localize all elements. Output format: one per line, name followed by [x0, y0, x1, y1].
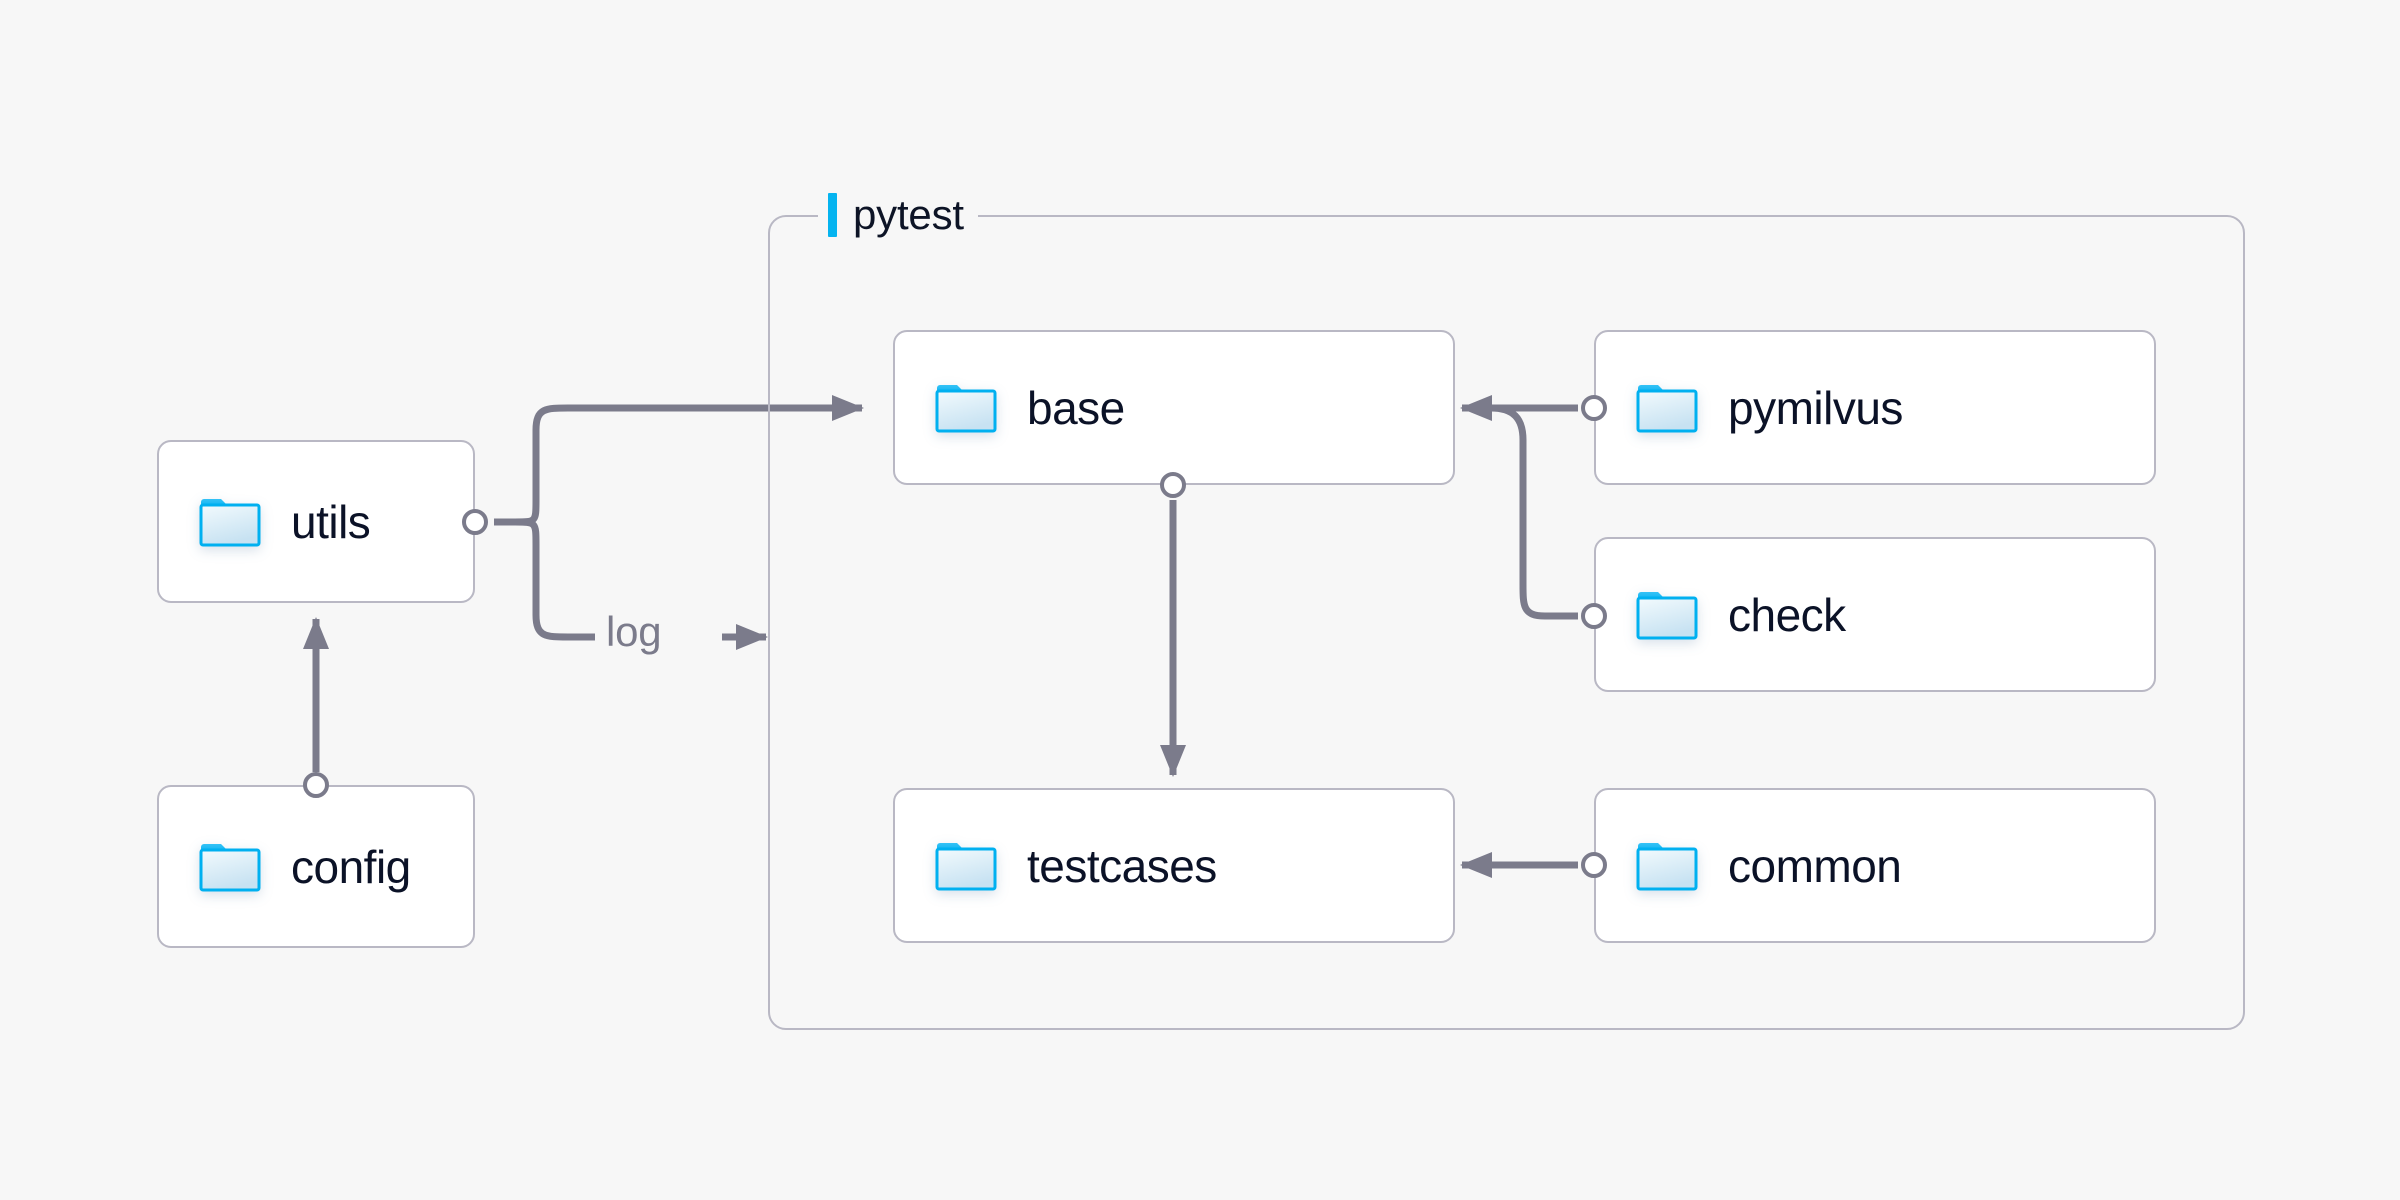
node-testcases[interactable]: testcases — [893, 788, 1455, 943]
node-label-utils: utils — [291, 495, 371, 548]
node-common[interactable]: common — [1594, 788, 2156, 943]
folder-icon — [935, 841, 997, 891]
group-title-text: pytest — [853, 191, 964, 238]
port-utils-right[interactable] — [462, 509, 488, 535]
folder-icon — [199, 842, 261, 892]
node-config[interactable]: config — [157, 785, 475, 948]
group-container-pytest — [768, 215, 2245, 1030]
node-check[interactable]: check — [1594, 537, 2156, 692]
node-label-pymilvus: pymilvus — [1728, 381, 1903, 434]
folder-icon — [935, 383, 997, 433]
port-common-left[interactable] — [1581, 852, 1607, 878]
node-label-testcases: testcases — [1027, 839, 1217, 892]
group-label-pytest: pytest — [818, 189, 978, 241]
accent-bar-icon — [828, 193, 837, 237]
port-check-left[interactable] — [1581, 603, 1607, 629]
node-utils[interactable]: utils — [157, 440, 475, 603]
folder-icon — [1636, 383, 1698, 433]
port-base-bottom[interactable] — [1160, 472, 1186, 498]
node-label-config: config — [291, 840, 411, 893]
folder-icon — [199, 497, 261, 547]
folder-icon — [1636, 841, 1698, 891]
node-label-check: check — [1728, 588, 1846, 641]
node-label-common: common — [1728, 839, 1902, 892]
port-pymilvus-left[interactable] — [1581, 395, 1607, 421]
edge-label-log: log — [606, 608, 662, 655]
port-config-top[interactable] — [303, 772, 329, 798]
node-pymilvus[interactable]: pymilvus — [1594, 330, 2156, 485]
node-base[interactable]: base — [893, 330, 1455, 485]
node-label-base: base — [1027, 381, 1125, 434]
folder-icon — [1636, 590, 1698, 640]
